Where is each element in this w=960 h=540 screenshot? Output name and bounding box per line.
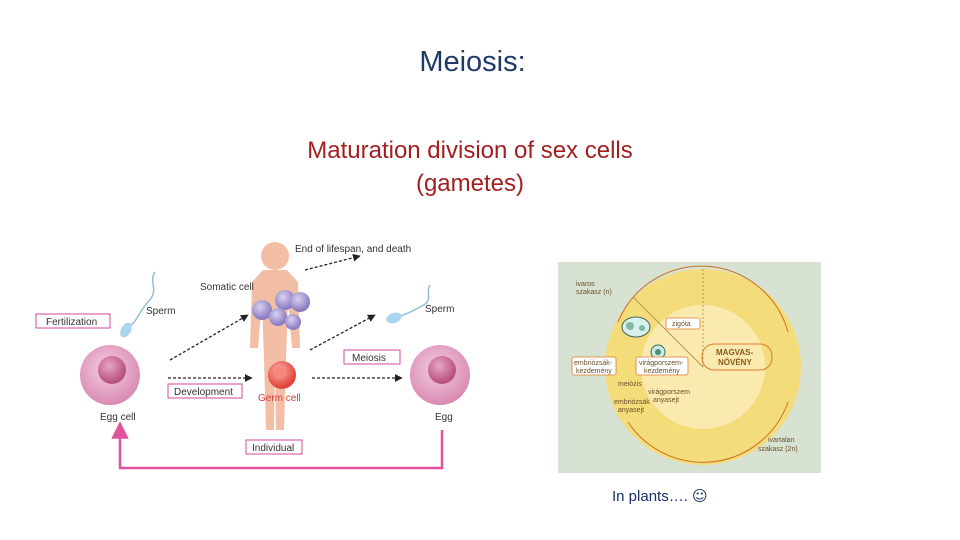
label-ovule-1: embriózsák	[614, 399, 650, 406]
label-diploid-phase-1: ivartalan	[768, 437, 795, 444]
egg-cell-left-illustration	[80, 345, 140, 405]
label-zygote: zigóta	[672, 321, 691, 328]
label-sperm-left: Sperm	[146, 306, 175, 317]
subtitle-line-2: (gametes)	[415, 170, 525, 197]
label-fertilization: Fertilization	[46, 317, 97, 328]
label-diploid-phase-2: szakasz (2n)	[758, 446, 798, 453]
subtitle-line-1: Maturation division of sex cells	[307, 137, 633, 164]
caption-in-plants: In plants…. ☺	[612, 487, 708, 505]
label-somatic-cell: Somatic cell	[200, 282, 254, 293]
arrow-development	[169, 314, 249, 361]
sperm-left-illustration	[120, 271, 156, 338]
label-pollen-2: anyasejt	[653, 397, 679, 404]
sperm-right-illustration	[386, 284, 431, 324]
label-end-of-lifespan: End of lifespan, and death	[295, 244, 411, 255]
label-sperm-right: Sperm	[425, 304, 454, 315]
pollen-grain-illustration	[621, 316, 651, 338]
caption-text: In plants….	[612, 488, 693, 505]
label-germ-cell: Germ cell	[258, 393, 301, 404]
label-meiosis-plant: meiózis	[618, 381, 642, 388]
label-individual: Individual	[252, 443, 294, 454]
arrow-individual-loop	[111, 421, 444, 470]
label-egg-cell: Egg cell	[100, 412, 136, 423]
label-meiosis: Meiosis	[352, 353, 386, 364]
germ-cell-illustration	[268, 361, 296, 389]
label-development: Development	[174, 387, 233, 398]
label-gametophyte-1: embriózsák-	[574, 360, 613, 367]
ovule-illustration	[650, 344, 666, 360]
egg-cell-right-illustration	[410, 345, 470, 405]
label-pollen-1: virágporszem	[648, 389, 690, 396]
label-haploid-phase-2: szakasz (n)	[576, 289, 612, 296]
label-microspore-1: virágporszem-	[639, 360, 684, 367]
smiley-face-icon: ☺	[692, 487, 708, 505]
label-ovule-2: anyasejt	[618, 407, 644, 414]
label-seed-plant-2: NÖVÉNY	[718, 358, 752, 367]
slide-subtitle: Maturation division of sex cells (gamete…	[0, 134, 940, 200]
plant-life-cycle-diagram: zigóta embriózsák- kezdemény virágporsze…	[558, 262, 821, 473]
slide-title: Meiosis:	[419, 46, 526, 78]
somatic-cells-illustration	[252, 290, 310, 330]
label-egg: Egg	[435, 412, 453, 423]
label-gametophyte-2: kezdemény	[576, 368, 612, 375]
arrow-death	[304, 253, 361, 271]
label-microspore-2: kezdemény	[644, 368, 680, 375]
arrow-somatic-out	[309, 314, 376, 351]
human-life-cycle-diagram: End of lifespan, and death Somatic cell …	[35, 242, 470, 470]
label-seed-plant-1: MAGVAS-	[716, 348, 754, 357]
label-haploid-phase-1: ivaros	[576, 281, 595, 288]
